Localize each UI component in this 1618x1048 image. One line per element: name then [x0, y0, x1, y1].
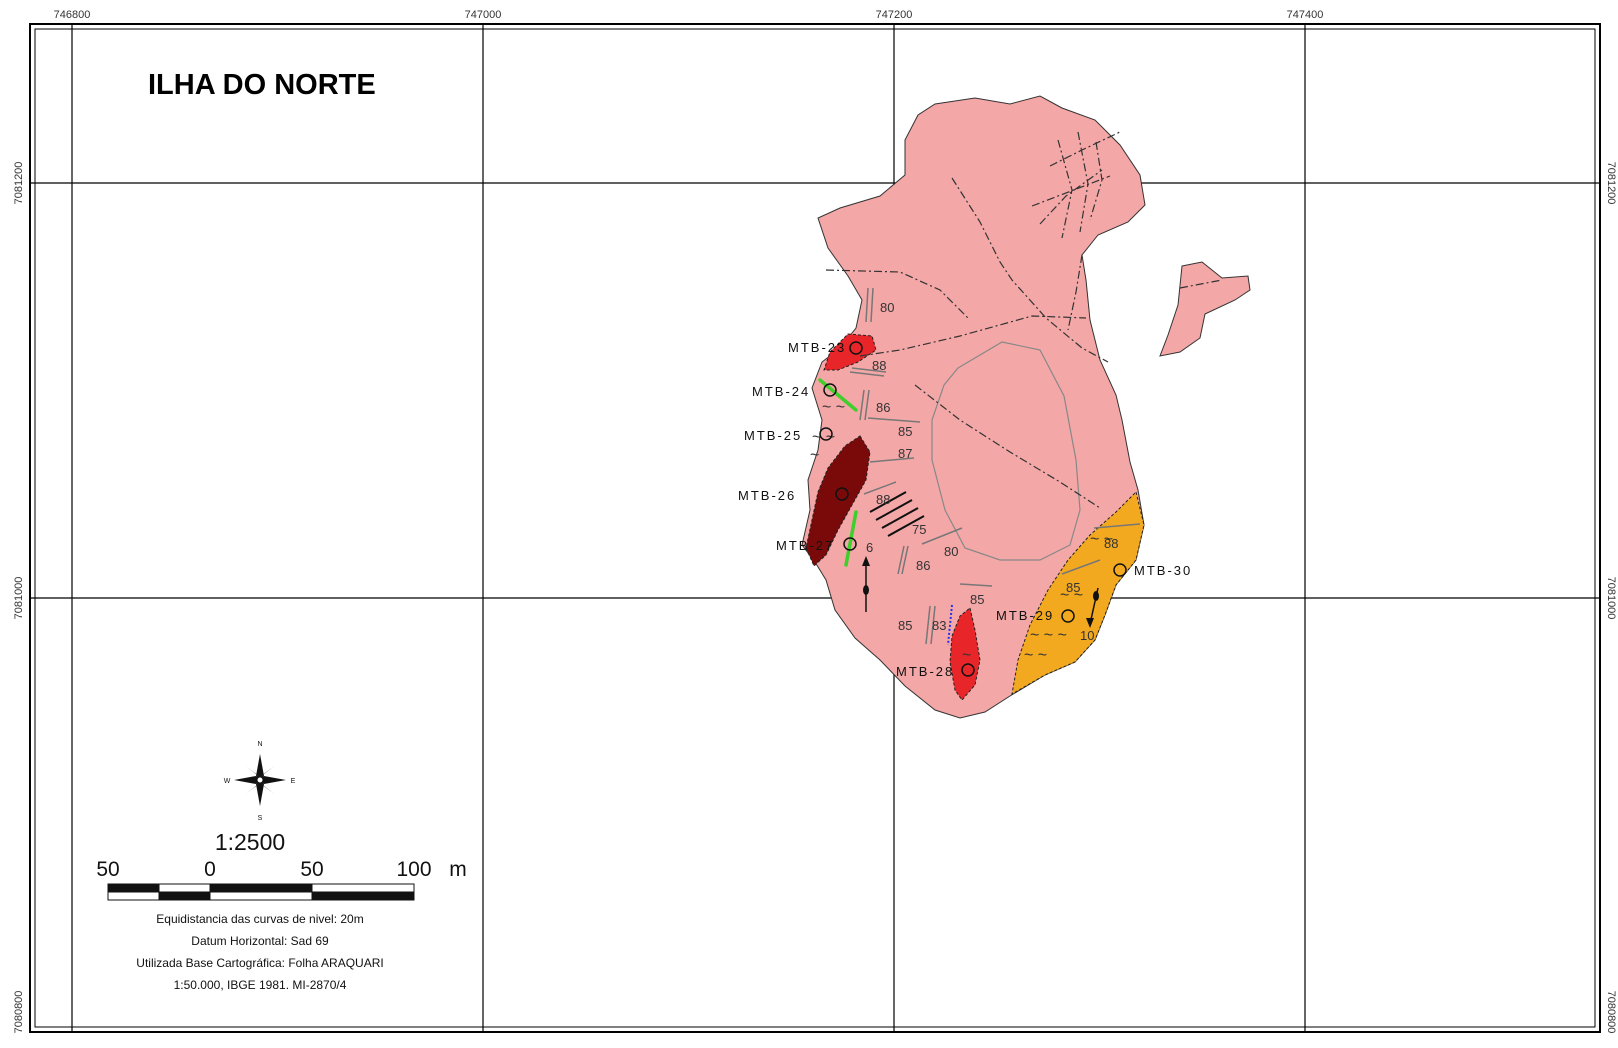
unit-dark-red — [805, 435, 871, 567]
map-notes: Equidistancia das curvas de nivel: 20m D… — [136, 912, 383, 992]
svg-text:~: ~ — [962, 647, 971, 664]
scale-tick: 0 — [204, 858, 216, 881]
sample-label: MTB-24 — [752, 384, 810, 399]
scale-tick: 50 — [96, 858, 119, 881]
scale-tick-labels: 50 0 50 100 m — [96, 858, 466, 881]
unit-red-north — [823, 333, 877, 371]
y-label-right-2: 7081000 — [1605, 577, 1617, 620]
compass-e: E — [291, 778, 296, 785]
dip-value: 83 — [932, 618, 946, 633]
dip-value: 85 — [1066, 580, 1080, 595]
dip-value: 85 — [898, 618, 912, 633]
scale-ratio: 1:2500 — [215, 829, 285, 855]
svg-text:~ ~: ~ ~ — [1090, 531, 1113, 548]
dip-value: 86 — [916, 558, 930, 573]
svg-text:~ ~ ~: ~ ~ ~ — [1030, 627, 1067, 644]
foliation-bundle — [869, 491, 925, 537]
island-main — [801, 95, 1146, 719]
blue-dotted-line — [947, 604, 953, 646]
scale-tick: 50 — [300, 858, 323, 881]
sample-labels: MTB-23 MTB-24 MTB-25 MTB-26 MTB-27 MTB-2… — [738, 340, 1192, 679]
dip-value: 85 — [898, 424, 912, 439]
x-label-2: 747000 — [465, 9, 502, 21]
svg-text:~ ~: ~ ~ — [1060, 587, 1083, 604]
note-line: Utilizada Base Cartográfica: Folha ARAQU… — [136, 956, 383, 970]
y-label-left-3: 7080800 — [13, 991, 25, 1034]
fault-lines — [825, 131, 1223, 509]
y-label-left-2: 7081000 — [13, 577, 25, 620]
sample-label: MTB-26 — [738, 488, 796, 503]
svg-text:~ ~: ~ ~ — [812, 429, 835, 446]
dip-value: 87 — [898, 446, 912, 461]
scale-tick: 100 — [396, 858, 431, 881]
dip-value: 86 — [876, 400, 890, 415]
dip-value: 88 — [876, 492, 890, 507]
x-label-3: 747200 — [876, 9, 913, 21]
compass-n: N — [257, 741, 262, 748]
y-label-left-1: 7081200 — [13, 162, 25, 205]
structure-symbols — [849, 287, 1141, 645]
sample-label: MTB-27 — [776, 538, 834, 553]
note-line: Datum Horizontal: Sad 69 — [191, 934, 329, 948]
sample-label: MTB-30 — [1134, 563, 1192, 578]
grid-labels: 746800 747000 747200 747400 7081200 7081… — [13, 9, 1617, 1033]
dip-value: 88 — [1104, 536, 1118, 551]
dip-value: 80 — [880, 300, 894, 315]
dip-value: 75 — [912, 522, 926, 537]
sample-label: MTB-29 — [996, 608, 1054, 623]
sample-label: MTB-28 — [896, 664, 954, 679]
dip-value: 10 — [1080, 628, 1094, 643]
svg-text:~: ~ — [810, 447, 819, 464]
scale-bar — [107, 883, 415, 901]
sample-points — [819, 341, 1127, 677]
island-small — [1159, 261, 1251, 357]
dip-value: 80 — [944, 544, 958, 559]
compass-w: W — [224, 778, 231, 785]
y-label-right-1: 7081200 — [1605, 162, 1617, 205]
map-title: ILHA DO NORTE — [148, 69, 376, 101]
unit-red-south — [949, 607, 981, 701]
foliation-marks: ~ ~ ~ ~ ~ ~ ~ ~ ~ ~ ~ ~ ~ ~ ~ — [810, 399, 1113, 664]
sample-label: MTB-23 — [788, 340, 846, 355]
x-label-4: 747400 — [1287, 9, 1324, 21]
y-label-right-3: 7080800 — [1605, 991, 1617, 1034]
note-line: 1:50.000, IBGE 1981. MI-2870/4 — [174, 978, 347, 992]
coordinate-grid — [30, 24, 1600, 1032]
compass-s: S — [258, 815, 263, 822]
dip-value: 88 — [872, 358, 886, 373]
map-inner-frame — [34, 28, 1596, 1028]
sample-label: MTB-25 — [744, 428, 802, 443]
lineation-arrows — [862, 556, 1099, 628]
contour-line — [931, 341, 1081, 561]
dip-values: 80 88 86 85 87 88 75 80 86 6 85 85 83 85… — [866, 300, 1118, 643]
dip-value: 85 — [970, 592, 984, 607]
svg-text:~ ~: ~ ~ — [822, 399, 845, 416]
x-label-1: 746800 — [54, 9, 91, 21]
compass-rose-icon: N S E W — [224, 741, 296, 822]
note-line: Equidistancia das curvas de nivel: 20m — [156, 912, 363, 926]
svg-text:~ ~: ~ ~ — [1024, 647, 1047, 664]
scale-unit: m — [449, 858, 467, 881]
dip-value: 6 — [866, 540, 873, 555]
